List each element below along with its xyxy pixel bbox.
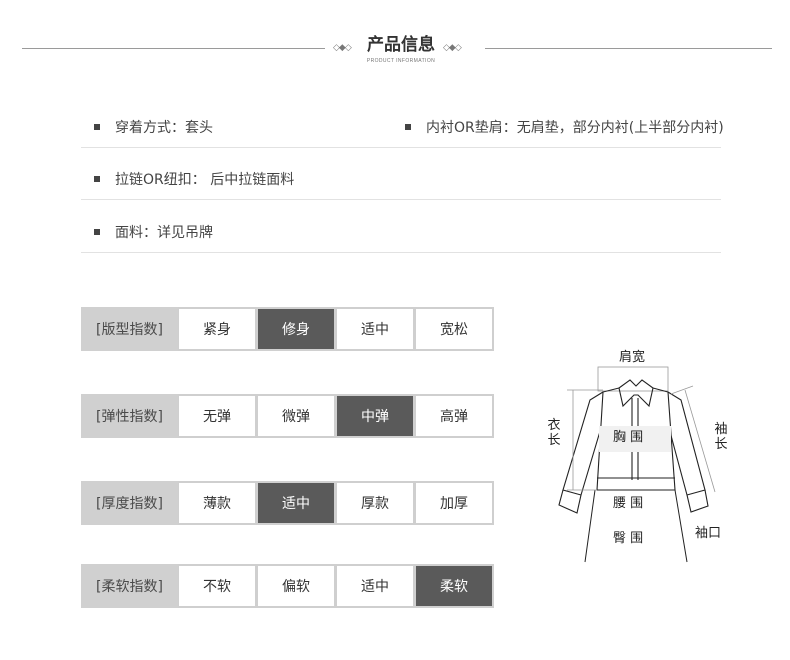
- scale-option: 适中: [336, 307, 415, 351]
- info-wear-text: 穿着方式：套头: [115, 120, 213, 136]
- info-lining: 内衬OR垫肩：无肩垫，部分内衬(上半部分内衬): [405, 118, 724, 138]
- scale-option-selected: 适中: [257, 481, 336, 525]
- info-wear-style: 穿着方式：套头: [94, 118, 213, 138]
- scale-option: 高弹: [415, 394, 494, 438]
- scale-elasticity: [弹性指数] 无弹 微弹 中弹 高弹: [81, 394, 495, 438]
- shoulder-width-label: 肩宽: [619, 350, 646, 365]
- scale-label: [弹性指数]: [81, 394, 178, 438]
- scale-option: 厚款: [336, 481, 415, 525]
- header-line-left: [22, 48, 325, 49]
- scale-option: 微弹: [257, 394, 336, 438]
- scale-option: 适中: [336, 564, 415, 608]
- bullet-square-icon: [405, 124, 411, 130]
- scale-option-selected: 修身: [257, 307, 336, 351]
- chest-label: 胸 围: [613, 430, 644, 445]
- diamond-ornament-icon: ◇◆◇: [333, 43, 352, 53]
- scale-option: 偏软: [257, 564, 336, 608]
- scale-label: [柔软指数]: [81, 564, 178, 608]
- scale-label: [版型指数]: [81, 307, 178, 351]
- info-zipper-text: 拉链OR纽扣： 后中拉链面料: [115, 172, 295, 188]
- scale-label: [厚度指数]: [81, 481, 178, 525]
- divider: [81, 252, 721, 253]
- scale-option-selected: 中弹: [336, 394, 415, 438]
- header-line-right: [485, 48, 772, 49]
- info-fabric-text: 面料：详见吊牌: [115, 225, 213, 241]
- scale-option: 紧身: [178, 307, 257, 351]
- bullet-square-icon: [94, 229, 100, 235]
- body-length-label: 衣长: [547, 418, 561, 448]
- scale-option: 加厚: [415, 481, 494, 525]
- section-title: 产品信息: [367, 35, 435, 55]
- scale-option-selected: 柔软: [415, 564, 494, 608]
- info-zipper: 拉链OR纽扣： 后中拉链面料: [94, 170, 294, 190]
- info-lining-text: 内衬OR垫肩：无肩垫，部分内衬(上半部分内衬): [426, 120, 724, 136]
- garment-size-diagram: 肩宽 衣长 胸 围 袖长 腰 围 臀 围 袖口: [535, 340, 775, 565]
- divider: [81, 199, 721, 200]
- jacket-outline-icon: [558, 366, 716, 563]
- scale-option: 宽松: [415, 307, 494, 351]
- bullet-square-icon: [94, 176, 100, 182]
- section-subtitle: PRODUCT INFORMATION: [366, 58, 436, 64]
- sleeve-length-label: 袖长: [714, 422, 728, 452]
- diamond-ornament-icon: ◇◆◇: [443, 43, 462, 53]
- scale-option: 薄款: [178, 481, 257, 525]
- scale-option: 不软: [178, 564, 257, 608]
- scale-option: 无弹: [178, 394, 257, 438]
- divider: [81, 147, 721, 148]
- scale-softness: [柔软指数] 不软 偏软 适中 柔软: [81, 564, 495, 608]
- scale-thickness: [厚度指数] 薄款 适中 厚款 加厚: [81, 481, 495, 525]
- cuff-label: 袖口: [695, 526, 722, 541]
- scale-fit: [版型指数] 紧身 修身 适中 宽松: [81, 307, 495, 351]
- waist-label: 腰 围: [613, 496, 644, 511]
- hip-label: 臀 围: [613, 531, 644, 546]
- bullet-square-icon: [94, 124, 100, 130]
- info-fabric: 面料：详见吊牌: [94, 223, 213, 243]
